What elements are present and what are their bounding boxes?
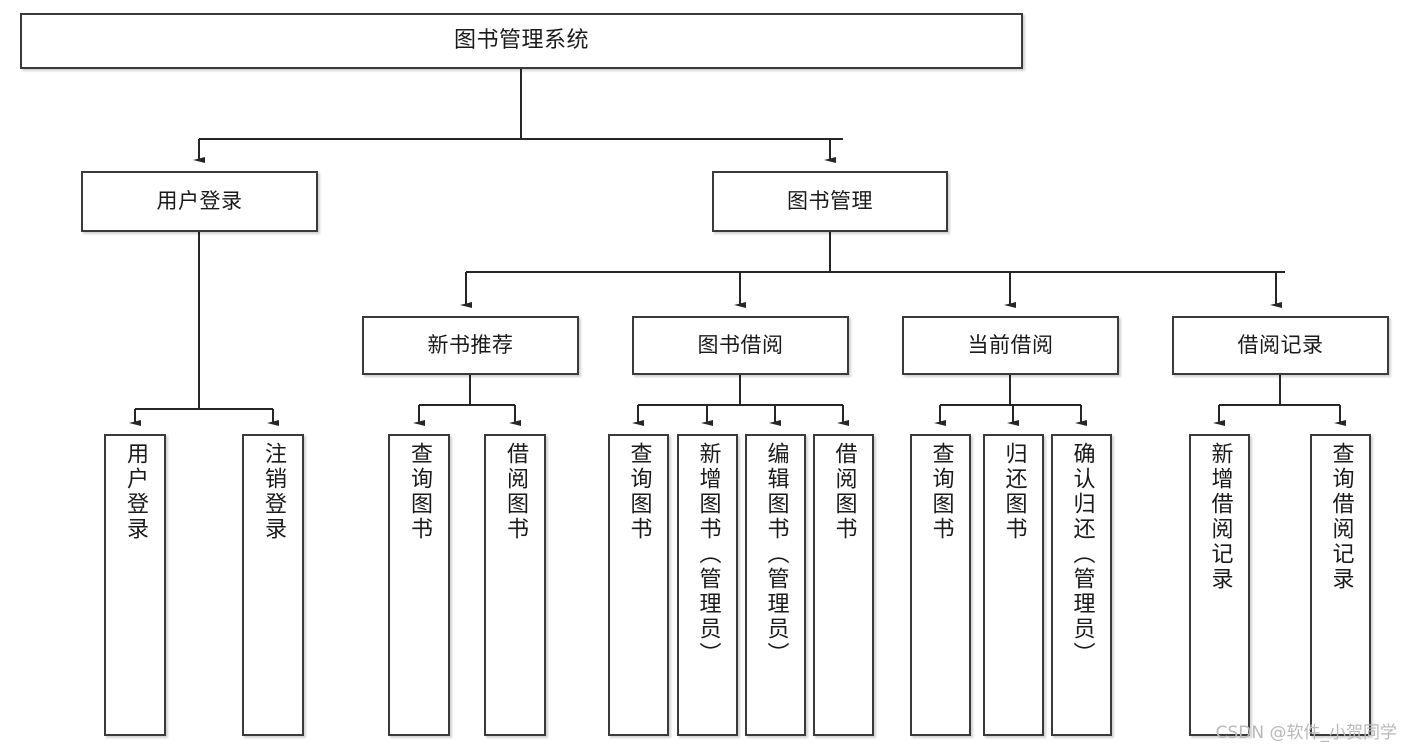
leaf-query-book-borrow-label: 查询图书: [626, 442, 652, 542]
leaf-logout[interactable]: 注销登录: [242, 434, 304, 736]
leaf-query-book-current-label: 查询图书: [928, 442, 954, 542]
edge-bookmanage-to-level3: [460, 232, 1285, 308]
leaf-add-book-admin-label: 新增图书（管理员）: [695, 442, 721, 667]
node-book-borrow[interactable]: 图书借阅: [632, 316, 849, 375]
leaf-borrow-book-recommend-label: 借阅图书: [503, 442, 528, 542]
leaf-add-borrow-record-label: 新增借阅记录: [1207, 442, 1233, 592]
edge-bookborrow-to-leaves: [632, 375, 849, 426]
edge-root-to-level2: [193, 69, 843, 163]
leaf-query-book-borrow[interactable]: 查询图书: [608, 434, 669, 736]
leaf-borrow-book-recommend[interactable]: 借阅图书: [484, 434, 546, 736]
node-book-manage[interactable]: 图书管理: [712, 171, 948, 232]
node-new-book-recommend-label: 新书推荐: [427, 332, 514, 357]
edge-userlogin-to-leaves: [129, 232, 279, 426]
leaf-add-borrow-record[interactable]: 新增借阅记录: [1189, 434, 1250, 736]
leaf-add-book-admin[interactable]: 新增图书（管理员）: [677, 434, 738, 736]
leaf-confirm-return-admin[interactable]: 确认归还（管理员）: [1051, 434, 1112, 736]
node-user-login[interactable]: 用户登录: [81, 171, 318, 232]
csdn-watermark: CSDN @软件_小贺同学: [1215, 723, 1397, 743]
leaf-query-book-current[interactable]: 查询图书: [910, 434, 971, 736]
node-root-system[interactable]: 图书管理系统: [20, 13, 1023, 69]
leaf-return-book-label: 归还图书: [1001, 442, 1027, 542]
edge-borrowrecord-to-leaves: [1213, 375, 1346, 426]
leaf-confirm-return-admin-label: 确认归还（管理员）: [1069, 442, 1095, 667]
edge-newbook-to-leaves: [413, 375, 521, 426]
node-book-borrow-label: 图书借阅: [697, 332, 784, 357]
node-borrow-record[interactable]: 借阅记录: [1172, 316, 1389, 375]
edge-currentborrow-to-leaves: [934, 375, 1087, 426]
leaf-borrow-book-label: 借阅图书: [831, 442, 857, 542]
leaf-query-borrow-record[interactable]: 查询借阅记录: [1310, 434, 1371, 736]
node-user-login-label: 用户登录: [156, 188, 243, 213]
leaf-logout-label: 注销登录: [261, 442, 286, 542]
node-book-manage-label: 图书管理: [787, 188, 873, 213]
leaf-borrow-book[interactable]: 借阅图书: [813, 434, 874, 736]
node-new-book-recommend[interactable]: 新书推荐: [362, 316, 579, 375]
leaf-edit-book-admin-label: 编辑图书（管理员）: [763, 442, 789, 667]
leaf-edit-book-admin[interactable]: 编辑图书（管理员）: [745, 434, 806, 736]
node-current-borrow[interactable]: 当前借阅: [902, 316, 1119, 375]
leaf-query-book-recommend-label: 查询图书: [407, 442, 432, 542]
node-current-borrow-label: 当前借阅: [967, 332, 1054, 357]
leaf-return-book[interactable]: 归还图书: [983, 434, 1044, 736]
leaf-user-login[interactable]: 用户登录: [104, 434, 166, 736]
leaf-query-borrow-record-label: 查询借阅记录: [1328, 442, 1354, 592]
leaf-query-book-recommend[interactable]: 查询图书: [388, 434, 450, 736]
node-root-label: 图书管理系统: [453, 27, 589, 53]
leaf-user-login-label: 用户登录: [123, 442, 148, 542]
node-borrow-record-label: 借阅记录: [1237, 332, 1324, 357]
